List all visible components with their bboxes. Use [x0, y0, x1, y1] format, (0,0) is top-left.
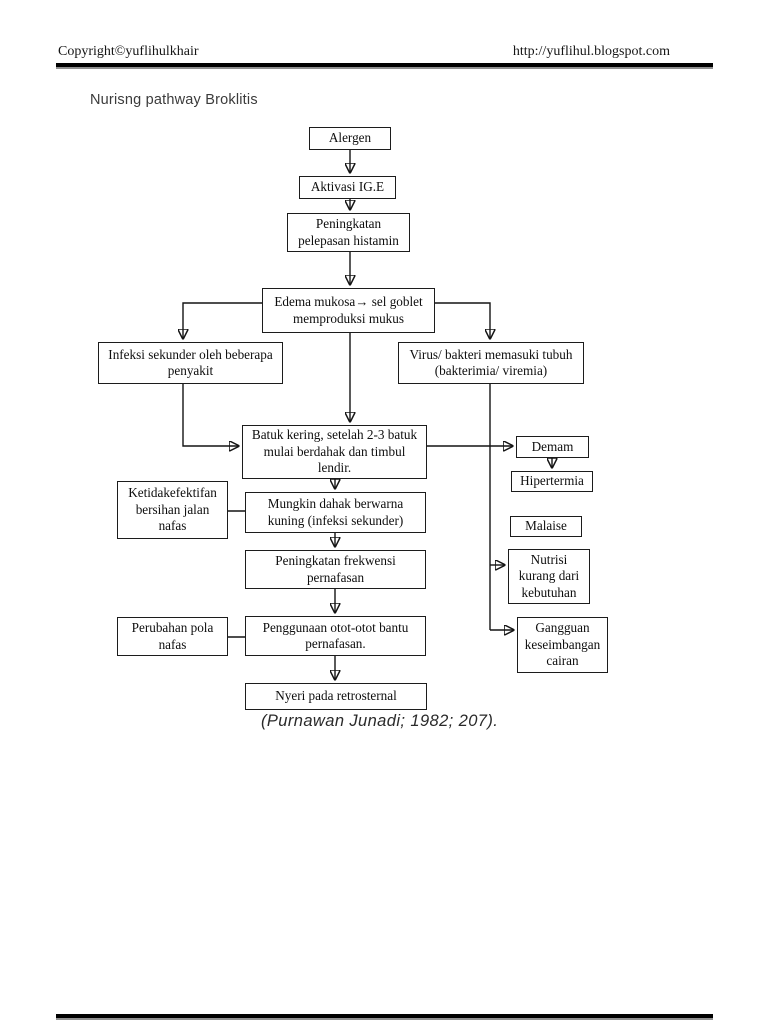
node-infeksi-sekunder: Infeksi sekunder oleh beberapa penyakit [98, 342, 283, 384]
copyright-text: Copyright©yuflihulkhair [58, 44, 199, 59]
node-malaise: Malaise [510, 516, 582, 537]
page-header: Copyright©yuflihulkhair http://yuflihul.… [58, 44, 670, 60]
node-nyeri-retrosternal: Nyeri pada retrosternal [245, 683, 427, 710]
header-rule [56, 63, 713, 69]
edge-edema-virus [435, 302, 490, 338]
node-gangguan-cairan: Gangguan keseimbangan cairan [517, 617, 608, 673]
footer-rule [56, 1014, 713, 1020]
node-nutrisi-kurang: Nutrisi kurang dari kebutuhan [508, 549, 590, 604]
header-url: http://yuflihul.blogspot.com [512, 44, 670, 59]
node-peningkatan-histamin: Peningkatan pelepasan histamin [287, 213, 410, 252]
node-penggunaan-otot: Penggunaan otot-otot bantu pernafasan. [245, 616, 426, 656]
node-virus-bakteri: Virus/ bakteri memasuki tubuh (bakterimi… [398, 342, 584, 384]
node-ketidakefektifan: Ketidakefektifan bersihan jalan nafas [117, 481, 228, 539]
node-mungkin-dahak: Mungkin dahak berwarna kuning (infeksi s… [245, 492, 426, 533]
node-edema-mukosa: Edema mukosa→ sel goblet memproduksi muk… [262, 288, 435, 333]
page-title: Nurisng pathway Broklitis [90, 92, 258, 108]
citation-text: (Purnawan Junadi; 1982; 207). [261, 712, 499, 730]
node-demam: Demam [516, 436, 589, 458]
edge-edema-infeksi [183, 302, 262, 338]
node-peningkatan-frekwensi: Peningkatan frekwensi pernafasan [245, 550, 426, 589]
node-aktivasi-ige: Aktivasi IG.E [299, 176, 396, 199]
edge-infeksi-batuk [182, 384, 238, 446]
node-alergen: Alergen [309, 127, 391, 150]
node-batuk-kering: Batuk kering, setelah 2-3 batuk mulai be… [242, 425, 427, 479]
node-hipertermia: Hipertermia [511, 471, 593, 492]
node-perubahan-pola: Perubahan pola nafas [117, 617, 228, 656]
